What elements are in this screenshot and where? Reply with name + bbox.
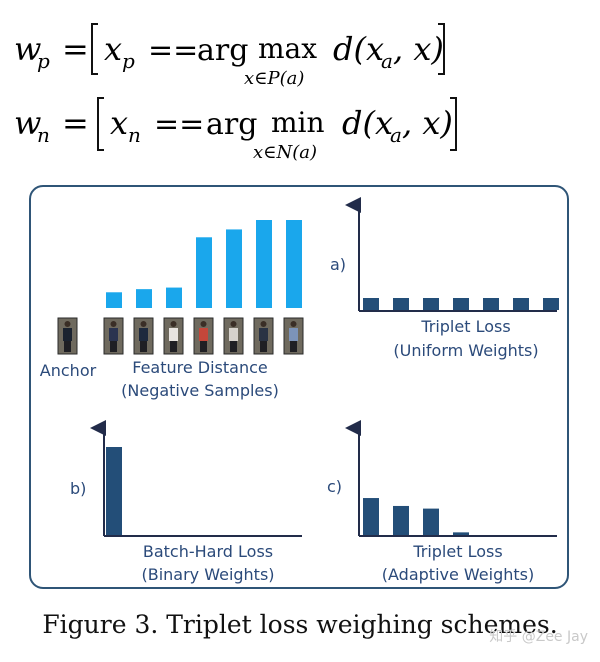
right-bracket	[450, 97, 457, 151]
anchor-thumbnail	[57, 317, 78, 355]
feature-distance-bar	[196, 237, 212, 308]
feature-distance-bar	[106, 292, 122, 308]
eq-wn-dist-sub: a	[390, 123, 402, 147]
feature-distance-bar	[256, 220, 272, 308]
figure-frame	[29, 185, 569, 589]
eq-wp-fn: max	[258, 32, 317, 65]
eq-wn-dist-end: , x)	[402, 104, 453, 142]
negative-sample-thumbnail	[223, 317, 244, 355]
negative-sample-thumbnail	[193, 317, 214, 355]
eq-wp-lhs: w	[14, 30, 41, 68]
panel-c-label: c)	[327, 477, 342, 496]
eq-wn-lhs: w	[14, 104, 41, 142]
panel-a-bar	[423, 298, 439, 310]
feature-distance-bar	[136, 289, 152, 308]
eq-wp-x: x	[104, 30, 122, 68]
left-bracket	[91, 23, 98, 75]
panel-c-bar	[393, 505, 409, 535]
panel-b-subtitle: (Binary Weights)	[141, 565, 274, 584]
negative-sample-thumbnail	[163, 317, 184, 355]
panel-a-bar	[543, 298, 559, 310]
feature-distance-bar	[226, 229, 242, 308]
panel-b-bar	[106, 447, 122, 535]
feature-distance-bar	[286, 220, 302, 308]
panel-a-bar	[363, 298, 379, 310]
eq-wp-dist-end: , x)	[393, 30, 444, 68]
eq-wp-dist: d(x	[333, 30, 384, 68]
eq-wn-arg: arg	[206, 107, 257, 142]
panel-a-bar	[453, 298, 469, 310]
eq-wn-op: ==	[154, 107, 204, 142]
panel-a-bar	[513, 298, 529, 310]
person-thumbnails	[57, 317, 304, 355]
eq-wp-x-sub: p	[122, 49, 135, 73]
panel-b-label: b)	[70, 479, 86, 498]
eq-wn-x-sub: n	[128, 123, 141, 147]
svg-text:=: =	[62, 104, 89, 142]
panel-c-bar	[363, 498, 379, 535]
panel-c-bar	[453, 532, 469, 535]
feature-distance-label: Feature Distance	[132, 358, 268, 377]
panel-b-title: Batch-Hard Loss	[143, 542, 273, 561]
eq-wn-under: x∈N(a)	[253, 142, 317, 163]
panel-a-title: Triplet Loss	[420, 317, 510, 336]
feature-distance-bar	[166, 287, 182, 308]
panel-a-bars	[363, 298, 559, 310]
eq-wp-lhs-sub: p	[37, 49, 50, 73]
negative-sample-thumbnail	[133, 317, 154, 355]
panel-b-bars	[106, 447, 122, 535]
eq-wn-dist: d(x	[342, 104, 393, 142]
watermark: 知乎 @Zee Jay	[489, 629, 588, 645]
eq-wp-arg: arg	[197, 33, 248, 68]
eq-wn-fn: min	[271, 106, 325, 139]
figure-caption: Figure 3. Triplet loss weighing schemes.	[42, 610, 558, 639]
anchor-label: Anchor	[40, 361, 97, 380]
equation-wn: w n = x n == arg min x∈N(a) d(x a , x)	[14, 97, 457, 163]
negative-sample-thumbnail	[253, 317, 274, 355]
panel-c-title: Triplet Loss	[412, 542, 502, 561]
panel-c-bars	[363, 498, 469, 535]
panel-a-subtitle: (Uniform Weights)	[393, 341, 538, 360]
negative-sample-thumbnail	[103, 317, 124, 355]
right-bracket	[438, 23, 445, 75]
panel-a-bar	[393, 298, 409, 310]
panel-a-label: a)	[330, 255, 346, 274]
left-bracket	[97, 97, 104, 151]
eq-wp-op: ==	[148, 33, 198, 68]
equation-wp: w p = x p == arg max x∈P(a) d(x a , x)	[14, 23, 445, 89]
svg-text:=: =	[62, 30, 89, 68]
panel-a-bar	[483, 298, 499, 310]
eq-wp-under: x∈P(a)	[244, 68, 304, 89]
feature-distance-bars	[106, 220, 302, 308]
panel-c-subtitle: (Adaptive Weights)	[382, 565, 534, 584]
eq-wn-x: x	[110, 104, 128, 142]
negative-sample-thumbnail	[283, 317, 304, 355]
eq-wp-dist-sub: a	[381, 49, 393, 73]
eq-wn-lhs-sub: n	[37, 123, 50, 147]
panel-c-bar	[423, 508, 439, 535]
negative-samples-label: (Negative Samples)	[121, 381, 279, 400]
